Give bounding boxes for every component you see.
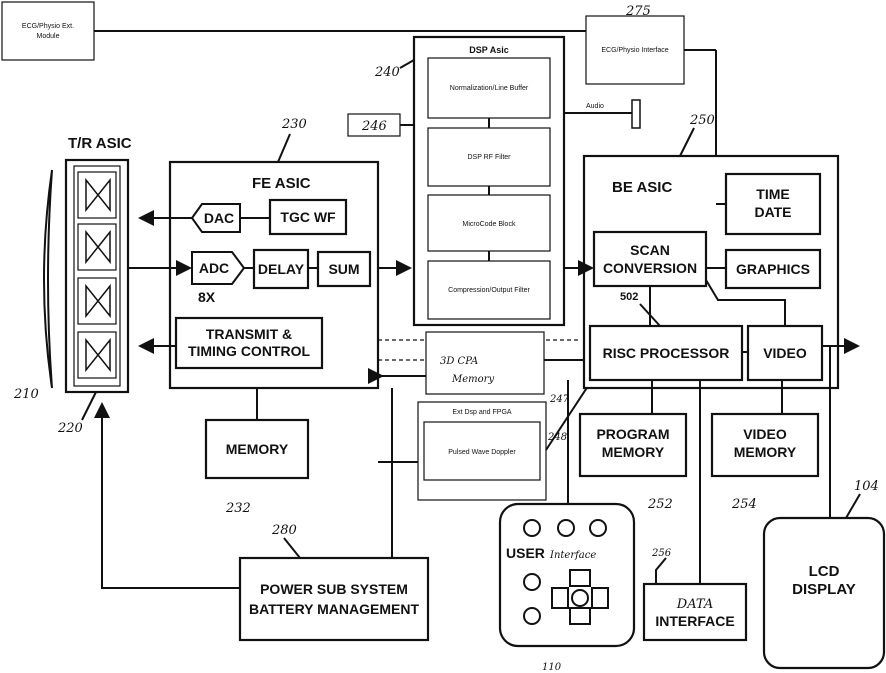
- video-memory-label-2: MEMORY: [734, 444, 797, 460]
- sum-label: SUM: [328, 261, 359, 277]
- adc-count-label: 8X: [198, 289, 216, 305]
- dsp-asic-label: DSP Asic: [469, 45, 509, 55]
- ref-230-leader: [278, 134, 290, 162]
- ecg-module-label-2: Module: [37, 33, 60, 40]
- ref-280: 280: [271, 523, 297, 538]
- dsp-unit-3-label: MicroCode Block: [463, 221, 516, 228]
- ref-220-leader: [82, 392, 96, 420]
- transmit-label-1: TRANSMIT &: [206, 326, 292, 342]
- dac-label: DAC: [204, 210, 234, 226]
- ref-230: 230: [281, 117, 307, 132]
- transducer-lens-icon: [44, 170, 52, 388]
- ref-210: 210: [13, 387, 39, 402]
- be-asic-label: BE ASIC: [612, 179, 672, 196]
- ext-fpga-label: Ext Dsp and FPGA: [452, 409, 511, 416]
- lcd-label-2: DISPLAY: [792, 581, 856, 598]
- ui-knob-1-icon: [524, 520, 540, 536]
- video-memory-label-1: VIDEO: [743, 426, 787, 442]
- pulsed-wave-label: Pulsed Wave Doppler: [448, 449, 516, 456]
- cpa-memory-label-2: Memory: [451, 374, 494, 385]
- ref-110: 110: [542, 662, 562, 673]
- ref-256-leader: [656, 558, 666, 584]
- ref-246: 246: [361, 119, 387, 134]
- ref-252: 252: [647, 497, 673, 512]
- ui-knob-5-icon: [524, 608, 540, 624]
- time-date-label-2: DATE: [754, 204, 791, 220]
- data-interface-label-1: DATA: [676, 597, 713, 612]
- program-memory-label-2: MEMORY: [602, 444, 665, 460]
- ref-250: 250: [689, 113, 715, 128]
- user-interface-label: USER: [506, 545, 545, 561]
- cpa-memory-label-1: 3D CPA: [440, 356, 478, 367]
- scan-conversion-box: [594, 232, 706, 286]
- scan-conversion-label-1: SCAN: [630, 242, 670, 258]
- risc-processor-label: RISC PROCESSOR: [603, 345, 730, 361]
- dsp-unit-2-label: DSP RF Filter: [467, 154, 511, 161]
- ref-502: 502: [620, 291, 638, 303]
- ref-232: 232: [225, 501, 251, 516]
- audio-label: Audio: [586, 103, 604, 110]
- ref-240-leader: [400, 60, 414, 68]
- speaker-icon: [632, 100, 640, 128]
- ui-knob-4-icon: [524, 574, 540, 590]
- ref-250-leader: [680, 128, 694, 156]
- adc-label: ADC: [199, 260, 229, 276]
- ref-104-leader: [846, 494, 860, 518]
- tgc-wf-label: TGC WF: [280, 209, 336, 225]
- time-date-label-1: TIME: [756, 186, 789, 202]
- program-memory-label-1: PROGRAM: [596, 426, 669, 442]
- ui-knob-3-icon: [590, 520, 606, 536]
- ecg-module-box: [2, 2, 94, 60]
- ref-247: 247: [549, 394, 570, 405]
- dsp-unit-1-label: Normalization/Line Buffer: [450, 85, 529, 92]
- scan-conversion-label-2: CONVERSION: [603, 260, 697, 276]
- lcd-label-1: LCD: [809, 563, 840, 580]
- user-interface-label-2: Interface: [549, 550, 596, 561]
- dsp-unit-4-label: Compression/Output Filter: [448, 287, 530, 294]
- ecg-interface-label: ECG/Physio Interface: [601, 47, 668, 54]
- data-interface-box: [644, 584, 746, 640]
- ref-104: 104: [854, 479, 879, 494]
- tr-asic-label: T/R ASIC: [68, 135, 132, 152]
- graphics-label: GRAPHICS: [736, 261, 810, 277]
- ref-254: 254: [731, 497, 757, 512]
- ref-280-leader: [284, 538, 300, 558]
- delay-label: DELAY: [258, 261, 305, 277]
- ref-220: 220: [57, 421, 83, 436]
- ref-256: 256: [651, 548, 672, 559]
- video-label: VIDEO: [763, 345, 807, 361]
- transmit-label-2: TIMING CONTROL: [188, 343, 311, 359]
- fe-asic-label: FE ASIC: [252, 175, 311, 192]
- data-interface-label-2: INTERFACE: [655, 613, 734, 629]
- ref-275: 275: [625, 4, 651, 19]
- power-subsystem-box: [240, 558, 428, 640]
- memory-label: MEMORY: [226, 441, 289, 457]
- power-label-1: POWER SUB SYSTEM: [260, 581, 408, 597]
- ref-240: 240: [374, 65, 400, 80]
- ui-knob-2-icon: [558, 520, 574, 536]
- ecg-module-label-1: ECG/Physio Ext.: [22, 23, 74, 30]
- power-label-2: BATTERY MANAGEMENT: [249, 601, 420, 617]
